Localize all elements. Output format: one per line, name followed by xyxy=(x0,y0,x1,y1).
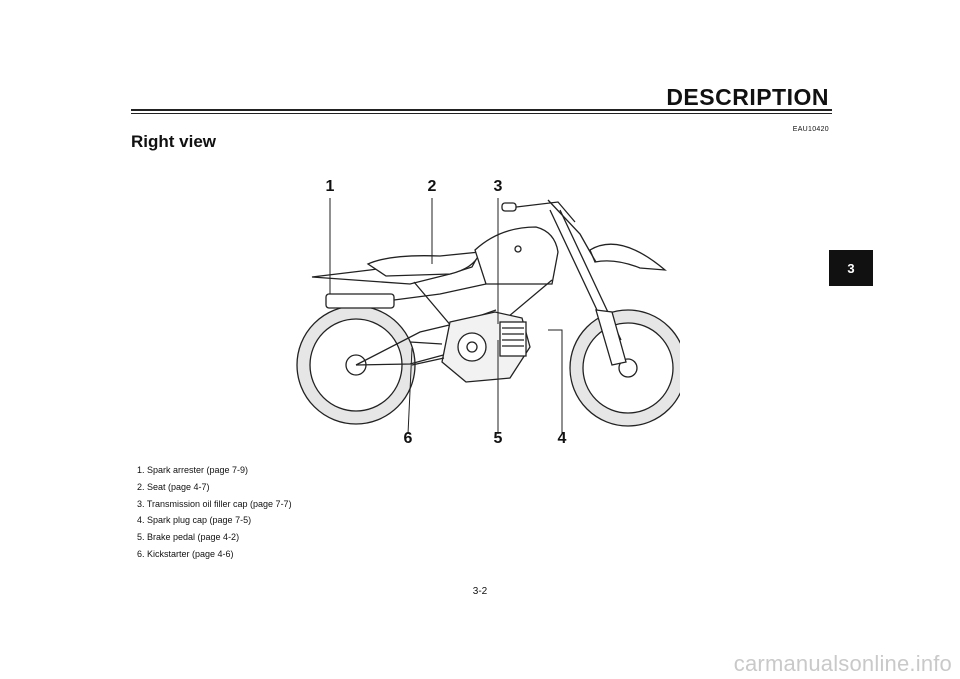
legend-item: 2. Seat (page 4-7) xyxy=(137,481,210,492)
watermark[interactable]: carmanualsonline.info xyxy=(733,651,952,676)
legend-item: 5. Brake pedal (page 4-2) xyxy=(137,532,240,543)
legend-item: 4. Spark plug cap (page 7-5) xyxy=(137,515,252,526)
legend-item: 3. Transmission oil filler cap (page 7-7… xyxy=(137,498,292,509)
motorcycle-illustration: 1 2 3 4 5 6 xyxy=(290,172,687,454)
page-number: 3-2 xyxy=(472,586,488,597)
motorcycle-drawing xyxy=(296,198,687,435)
header-rule-thin xyxy=(131,113,832,114)
chapter-tab[interactable]: 3 xyxy=(829,250,873,286)
header-rule xyxy=(131,109,832,111)
callout-1: 1 xyxy=(325,178,335,195)
callout-5: 5 xyxy=(493,430,503,447)
callout-3: 3 xyxy=(493,178,503,195)
callout-2: 2 xyxy=(427,178,437,195)
section-title: Right view xyxy=(131,132,217,151)
legend-item: 6. Kickstarter (page 4-6) xyxy=(137,548,234,559)
callout-4: 4 xyxy=(557,430,567,447)
document-code: EAU10420 xyxy=(792,126,829,133)
page-header-title: DESCRIPTION xyxy=(666,84,829,110)
callout-6: 6 xyxy=(403,430,413,447)
parts-legend: 1. Spark arrester (page 7-9) 2. Seat (pa… xyxy=(137,462,292,563)
legend-item: 1. Spark arrester (page 7-9) xyxy=(137,465,249,475)
